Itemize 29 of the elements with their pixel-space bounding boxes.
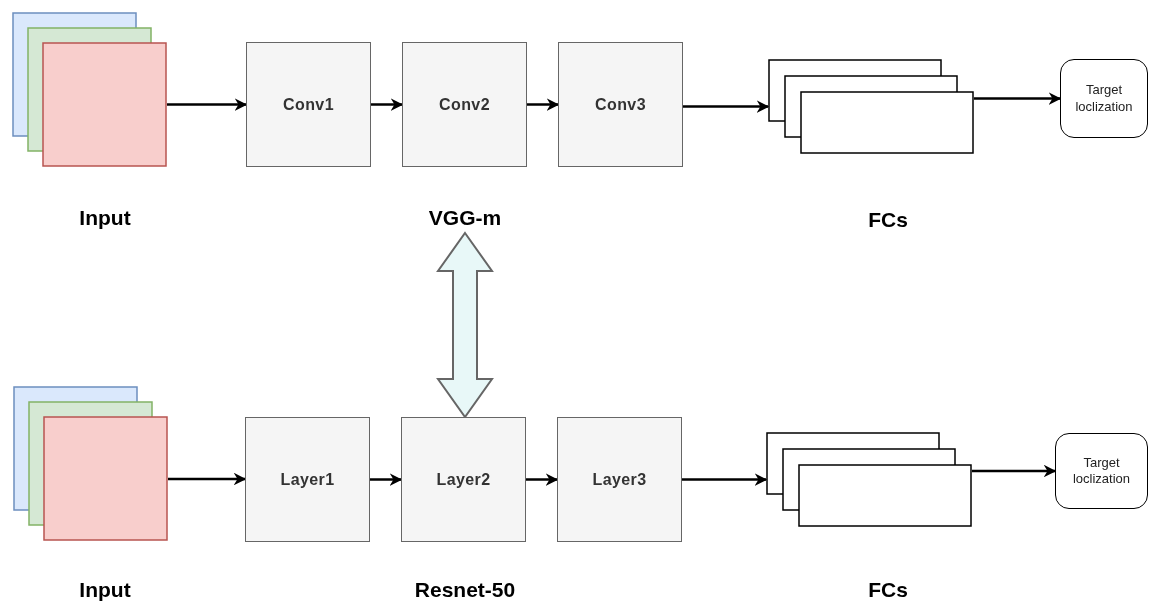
stack-caption: FCs <box>868 207 908 234</box>
network-label: VGG-m <box>405 203 525 233</box>
image-stack-drawing <box>13 386 168 541</box>
arrow <box>527 98 560 111</box>
output-box: Target loclization <box>1060 59 1148 138</box>
arrow <box>167 98 248 111</box>
arrow <box>683 100 770 113</box>
layer-box: Layer1 <box>245 417 370 542</box>
stack-caption: FCs <box>868 577 908 604</box>
layer-box: Conv1 <box>246 42 371 167</box>
stack-caption: Input <box>79 577 131 604</box>
arrow <box>972 464 1057 478</box>
arrow <box>682 473 768 486</box>
double-arrow <box>436 231 494 419</box>
layer-stack-drawing <box>766 432 972 527</box>
layer-box: Layer2 <box>401 417 526 542</box>
arrow <box>526 473 559 486</box>
network-label: Resnet-50 <box>414 577 516 604</box>
arrow <box>168 472 247 486</box>
image-stack-drawing <box>12 12 167 167</box>
layer-stack-drawing <box>768 59 974 154</box>
arrow <box>371 98 404 111</box>
layer-box: Conv2 <box>402 42 527 167</box>
layer-box: Layer3 <box>557 417 682 542</box>
layer-box: Conv3 <box>558 42 683 167</box>
output-box: Target loclization <box>1055 433 1148 509</box>
stack-caption: Input <box>79 205 131 232</box>
arrow <box>974 92 1062 105</box>
arrow <box>370 473 403 486</box>
